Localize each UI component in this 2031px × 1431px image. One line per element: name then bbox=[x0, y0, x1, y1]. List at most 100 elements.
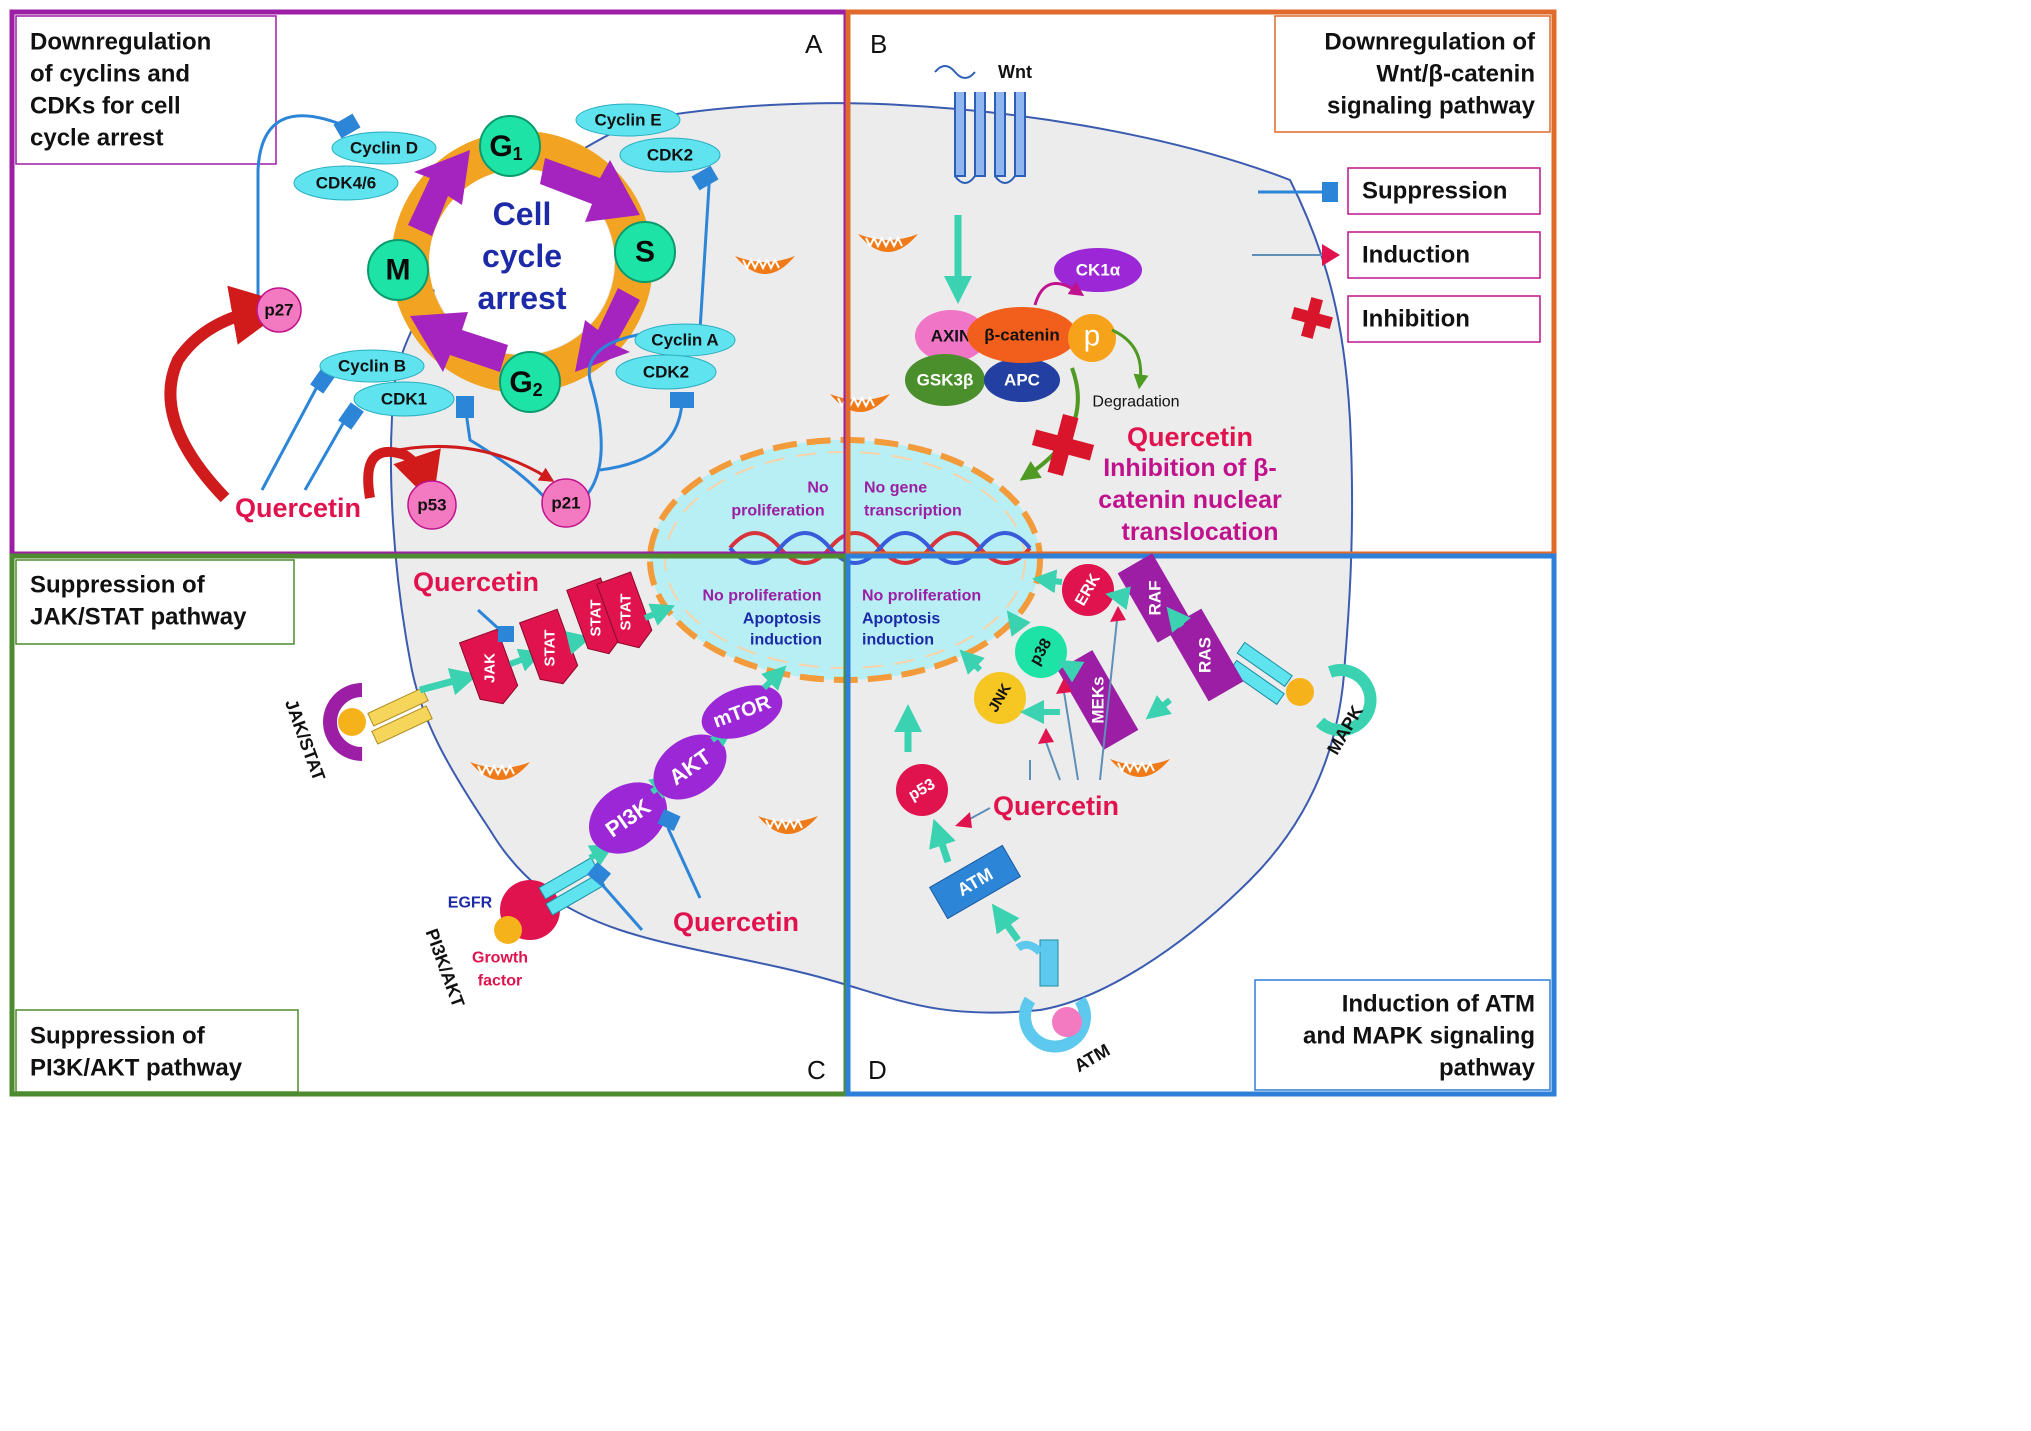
induction-head bbox=[1056, 678, 1072, 694]
suppression-line bbox=[260, 384, 320, 491]
p53-node-a bbox=[407, 480, 457, 530]
atm-receptor-label: ATM bbox=[1071, 1040, 1114, 1076]
panel-c: Suppression of JAK/STAT pathway Suppress… bbox=[15, 559, 826, 1093]
p21-label: p21 bbox=[551, 494, 580, 513]
cell-cycle-ring-inner bbox=[430, 170, 614, 354]
pi3k-receptor-label: PI3K/AKT bbox=[422, 926, 469, 1010]
phase-g2 bbox=[499, 351, 561, 413]
activation-arrow bbox=[761, 665, 787, 691]
gsk3b-label: GSK3β bbox=[917, 371, 974, 390]
activation-arrow bbox=[1032, 569, 1063, 594]
activation-arrow bbox=[643, 603, 676, 626]
dna-helix bbox=[728, 531, 1032, 565]
stat-box: STAT bbox=[566, 577, 623, 655]
panel-a-title-line: cycle arrest bbox=[30, 125, 163, 152]
panel-c-title-box-top bbox=[15, 559, 295, 645]
panel-a-title-line: of cyclins and bbox=[30, 61, 190, 88]
pi3k-node bbox=[589, 782, 667, 854]
stat-label: STAT bbox=[542, 630, 559, 667]
legend-inhibition-box bbox=[1347, 295, 1541, 343]
jak-label: JAK bbox=[482, 653, 499, 683]
mitochondrion bbox=[758, 816, 818, 834]
stat-box: STAT bbox=[518, 608, 579, 685]
activation-arrow bbox=[587, 844, 615, 867]
phase-s-label: S bbox=[635, 236, 655, 269]
panel-a-title-line: CDKs for cell bbox=[30, 93, 181, 120]
cycle-arrow bbox=[408, 150, 470, 236]
egfr-label: EGFR bbox=[448, 895, 493, 912]
suppression-line bbox=[463, 404, 547, 499]
panel-c-letter: C bbox=[807, 1055, 826, 1085]
quercetin-label-a: Quercetin bbox=[235, 493, 361, 523]
quercetin-label-d: Quercetin bbox=[993, 791, 1119, 821]
activation-arrow bbox=[1006, 610, 1031, 637]
panel-b: Downregulation of Wnt/β-catenin signalin… bbox=[864, 15, 1551, 546]
raf-label: RAF bbox=[1146, 581, 1165, 616]
legend-suppression-label: Suppression bbox=[1362, 178, 1507, 205]
nucleus-text-d: induction bbox=[862, 632, 934, 649]
panel-b-title-box bbox=[1274, 15, 1551, 133]
degradation-label: Degradation bbox=[1092, 394, 1179, 411]
phospho-node bbox=[1068, 314, 1116, 362]
akt-node bbox=[653, 734, 727, 800]
cdk46-oval bbox=[293, 165, 399, 201]
phospho-label: p bbox=[1084, 320, 1101, 353]
suppression-line bbox=[476, 608, 502, 632]
suppression-line bbox=[256, 114, 351, 298]
suppression-line bbox=[599, 399, 684, 472]
quercetin-label-b: Quercetin bbox=[1127, 422, 1253, 452]
axin-node bbox=[915, 310, 987, 362]
panel-d-border bbox=[845, 553, 1557, 1097]
nucleus-text-c: No proliferation bbox=[702, 588, 821, 605]
panel-b-letter: B bbox=[870, 29, 887, 59]
cyclin-b-oval bbox=[319, 349, 425, 383]
mitochondrion bbox=[858, 234, 918, 252]
cyclin-b-label: Cyclin B bbox=[338, 357, 406, 376]
apc-node bbox=[984, 358, 1060, 402]
panel-b-title-line: Downregulation of bbox=[1324, 29, 1536, 56]
p27-node bbox=[256, 287, 302, 333]
erk-node bbox=[1062, 564, 1114, 616]
inhibition-text: translocation bbox=[1122, 518, 1279, 546]
panel-a: Downregulation of cyclins and CDKs for c… bbox=[15, 15, 829, 530]
suppression-line bbox=[596, 879, 644, 931]
nucleus-text-c: Apoptosis bbox=[743, 611, 821, 628]
legend-suppression-box bbox=[1347, 167, 1541, 215]
cdk1-oval bbox=[353, 381, 455, 417]
p21-node bbox=[541, 478, 591, 528]
panel-c-title-bottom-line: PI3K/AKT pathway bbox=[30, 1055, 243, 1082]
cyclin-e-label: Cyclin E bbox=[594, 111, 661, 130]
cyclin-a-label: Cyclin A bbox=[651, 331, 718, 350]
panel-a-title-box bbox=[15, 15, 277, 165]
jak-box: JAK bbox=[458, 628, 519, 705]
inhibition-text: catenin nuclear bbox=[1098, 486, 1282, 514]
ck1a-node bbox=[1054, 248, 1142, 292]
induction-arrow bbox=[164, 285, 292, 503]
suppression-bar bbox=[498, 626, 514, 642]
legend-suppression-bar bbox=[1322, 182, 1338, 202]
gsk3b-node bbox=[905, 354, 985, 406]
induction-line bbox=[1063, 691, 1079, 781]
induction-line bbox=[967, 807, 991, 821]
quercetin-label-c-bottom: Quercetin bbox=[673, 907, 799, 937]
quercetin-label-c-top: Quercetin bbox=[413, 567, 539, 597]
activation-arrow bbox=[959, 649, 985, 675]
wnt-label: Wnt bbox=[998, 62, 1032, 82]
suppression-bar bbox=[338, 402, 364, 430]
phase-s bbox=[614, 221, 676, 283]
stat-box: STAT bbox=[596, 571, 653, 649]
cycle-arrow bbox=[540, 158, 640, 222]
atm-receptor bbox=[1015, 939, 1091, 1053]
ras-label: RAS bbox=[1196, 637, 1215, 673]
panel-d-title-line: and MAPK signaling bbox=[1303, 1023, 1535, 1050]
phosphorylation-arrow bbox=[1033, 281, 1085, 306]
cyclin-d-oval bbox=[331, 131, 437, 165]
pathway-figure: Downregulation of cyclins and CDKs for c… bbox=[9, 9, 1557, 1097]
suppression-bar bbox=[670, 392, 694, 408]
suppression-line bbox=[303, 419, 347, 491]
phase-m bbox=[367, 239, 429, 301]
mtor-node bbox=[701, 685, 783, 739]
jnk-node bbox=[974, 672, 1026, 724]
nucleus-text-b: No gene bbox=[864, 480, 927, 497]
growth-factor-label: factor bbox=[478, 973, 522, 990]
